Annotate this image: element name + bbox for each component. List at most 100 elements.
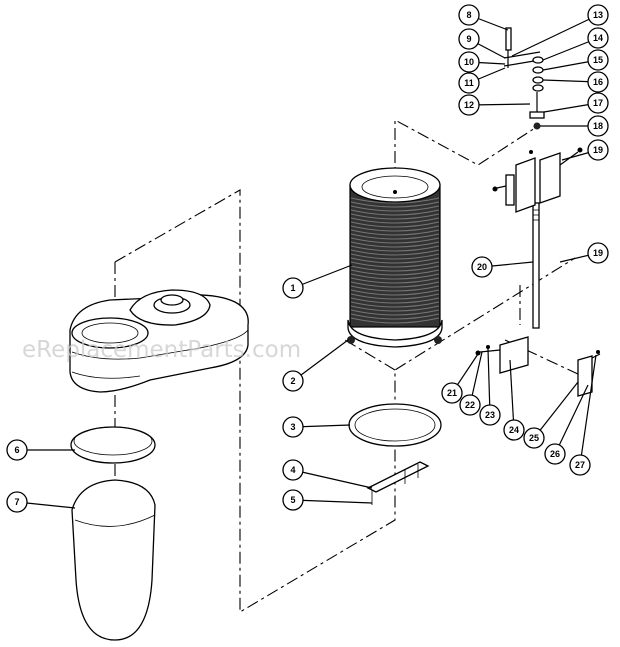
callout-label: 6: [14, 445, 19, 455]
callout-label: 27: [575, 460, 585, 470]
callout-circle: [587, 242, 609, 264]
callout-9: 9: [458, 28, 480, 50]
callout-circle: [587, 71, 609, 93]
callout-10: 10: [458, 51, 480, 73]
callout-circle: [458, 94, 480, 116]
callout-11: 11: [458, 72, 480, 94]
callout-19: 19: [587, 242, 609, 264]
callout-12: 12: [458, 94, 480, 116]
callout-label: 2: [290, 376, 295, 386]
callout-circle: [587, 115, 609, 137]
callout-label: 3: [290, 422, 295, 432]
leader-line: [292, 339, 349, 382]
callout-circle: [282, 277, 304, 299]
callout-22: 22: [459, 394, 481, 416]
callout-7: 7: [6, 491, 28, 513]
callout-circle: [587, 27, 609, 49]
leader-line: [511, 14, 599, 57]
callout-circle: [6, 439, 28, 461]
callout-circle: [587, 49, 609, 71]
callout-label: 9: [466, 34, 471, 44]
callout-20: 20: [471, 256, 493, 278]
callout-6: 6: [6, 439, 28, 461]
callout-label: 19: [593, 145, 603, 155]
callout-circle: [441, 382, 463, 404]
callout-label: 4: [290, 465, 295, 475]
callout-circle: [458, 4, 480, 26]
callout-2: 2: [282, 370, 304, 392]
callout-label: 21: [447, 388, 457, 398]
leader-line: [579, 354, 597, 466]
callout-circle: [544, 443, 566, 465]
callout-circle: [458, 28, 480, 50]
callout-1: 1: [282, 277, 304, 299]
hardware-stack: [503, 27, 545, 329]
callout-label: 25: [529, 433, 539, 443]
callout-circle: [458, 72, 480, 94]
leader-line: [533, 381, 579, 439]
watermark: eReplacementParts.com: [22, 337, 301, 363]
callout-5: 5: [282, 489, 304, 511]
callout-label: 15: [593, 55, 603, 65]
callout-16: 16: [587, 71, 609, 93]
callout-label: 18: [593, 121, 603, 131]
callout-circle: [282, 416, 304, 438]
blower-housing: [69, 289, 249, 393]
callout-label: 11: [464, 78, 474, 88]
callout-circle: [479, 404, 501, 426]
leader-line: [487, 348, 491, 416]
callout-circle: [6, 491, 28, 513]
callout-24: 24: [503, 419, 525, 441]
callout-circle: [282, 459, 304, 481]
callout-circle: [587, 4, 609, 26]
part-3-ring: [348, 403, 442, 447]
part-7-bag: [71, 479, 156, 641]
callout-label: 16: [593, 77, 603, 87]
callout-label: 19: [593, 248, 603, 258]
part-1-filter: [347, 167, 443, 348]
callout-label: 12: [464, 100, 474, 110]
callout-circle: [282, 370, 304, 392]
part-6-ring: [70, 426, 156, 464]
callout-circle: [503, 419, 525, 441]
callout-label: 14: [593, 33, 603, 43]
callout-label: 26: [550, 449, 560, 459]
callout-circle: [459, 394, 481, 416]
brackets-19: [492, 147, 583, 213]
callout-circle: [471, 256, 493, 278]
callout-label: 7: [14, 497, 19, 507]
callout-label: 13: [593, 10, 603, 20]
callout-circle: [587, 139, 609, 161]
callout-circle: [587, 92, 609, 114]
lower-brackets: [475, 336, 601, 397]
callout-26: 26: [544, 443, 566, 465]
callout-13: 13: [587, 4, 609, 26]
callout-21: 21: [441, 382, 463, 404]
leader-line: [554, 384, 589, 455]
callout-label: 1: [290, 283, 295, 293]
callout-label: 22: [465, 400, 475, 410]
leader-line: [509, 359, 515, 431]
part-4-bracket: [366, 461, 430, 505]
callout-15: 15: [587, 49, 609, 71]
callout-circle: [523, 427, 545, 449]
callout-17: 17: [587, 92, 609, 114]
callout-label: 23: [485, 410, 495, 420]
callout-23: 23: [479, 404, 501, 426]
callout-label: 10: [464, 57, 474, 67]
callout-label: 8: [466, 10, 471, 20]
callout-label: 24: [509, 425, 519, 435]
callout-circle: [282, 489, 304, 511]
callout-circle: [569, 454, 591, 476]
leader-line: [292, 469, 373, 489]
callout-27: 27: [569, 454, 591, 476]
callout-19: 19: [587, 139, 609, 161]
callout-14: 14: [587, 27, 609, 49]
callout-label: 5: [290, 495, 295, 505]
callout-label: 17: [593, 98, 603, 108]
callout-circle: [458, 51, 480, 73]
callout-8: 8: [458, 4, 480, 26]
callout-group: 1234567891011121314151617181919202122232…: [6, 4, 609, 513]
callout-18: 18: [587, 115, 609, 137]
